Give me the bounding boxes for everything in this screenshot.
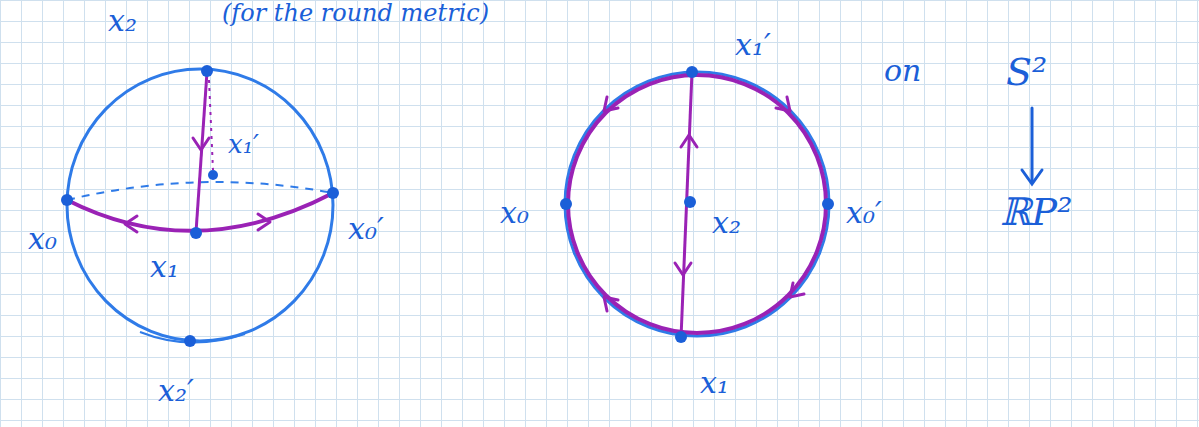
flow-circle xyxy=(568,75,826,333)
space-label: ℝP² xyxy=(1000,192,1072,234)
point-label: x₁ xyxy=(150,250,179,283)
critical-points xyxy=(560,66,834,343)
point-label: x₁ xyxy=(700,366,729,399)
flow-arrowheads xyxy=(604,97,804,311)
point-label: x₂′ xyxy=(158,374,194,407)
point-label: x₀′ xyxy=(846,196,882,229)
flow-line xyxy=(67,193,333,231)
flow-line xyxy=(196,72,207,232)
point-label: x₁′ xyxy=(735,28,771,61)
point-label: x₂ xyxy=(712,206,741,239)
point-label: x₀ xyxy=(28,222,57,255)
point-label: x₀ xyxy=(500,196,529,229)
word-label: on xyxy=(884,54,921,87)
sphere-outline xyxy=(67,69,333,341)
point-label: x₁′ xyxy=(228,130,259,159)
point-label: x₂ xyxy=(108,4,137,37)
note-text: (for the round metric) xyxy=(222,0,489,26)
hidden-flow-line xyxy=(209,80,213,170)
disk-outline xyxy=(565,72,829,336)
critical-points xyxy=(61,65,339,347)
space-label: S² xyxy=(1006,52,1047,94)
point-label: x₀′ xyxy=(348,212,384,245)
covering-arrow xyxy=(1022,108,1042,184)
